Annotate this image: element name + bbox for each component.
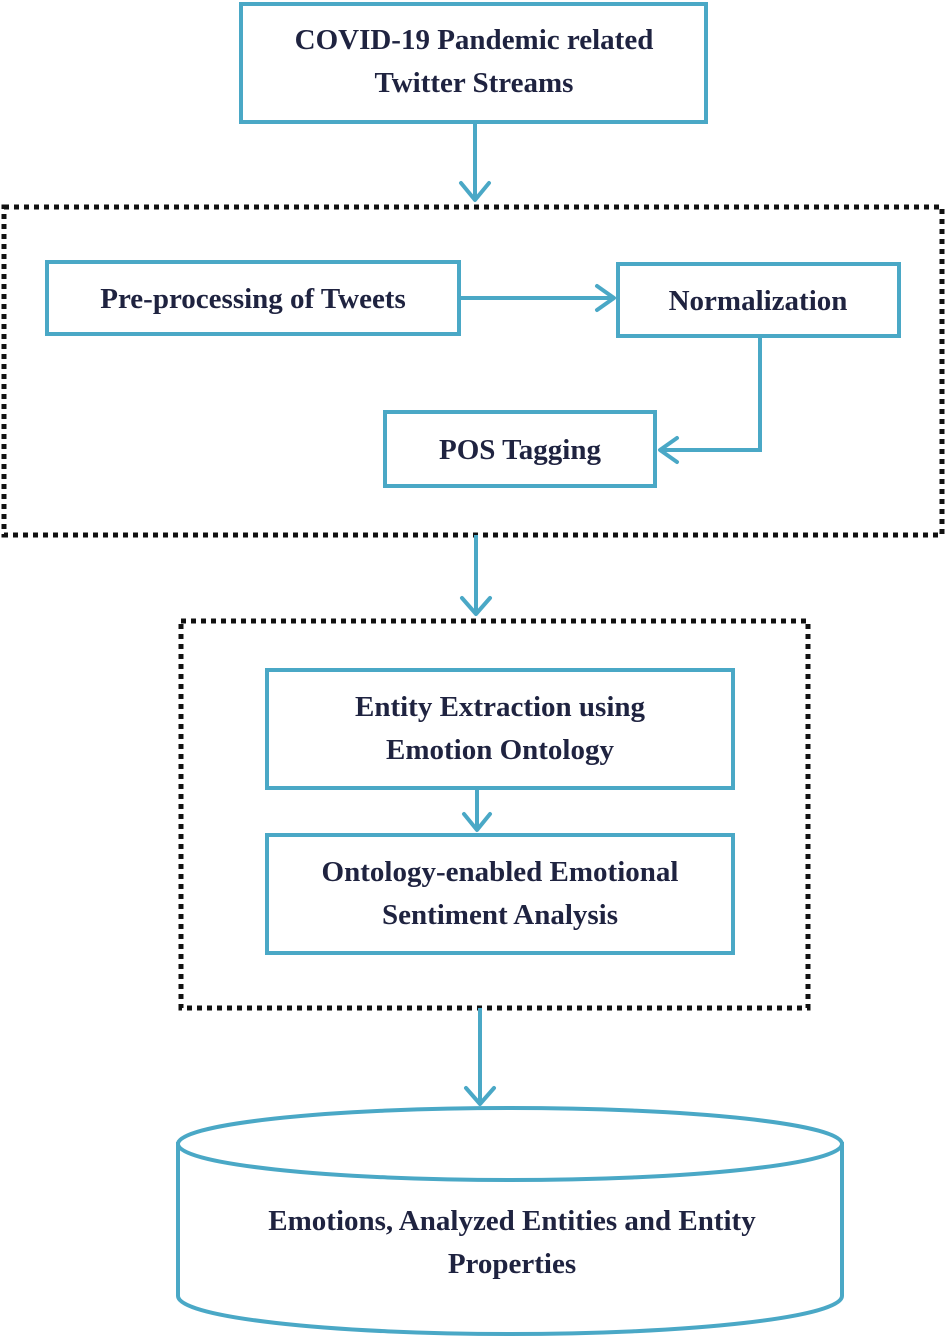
arrow-normalization-to-pos-tagging <box>658 336 762 464</box>
arrow-source-to-preprocessing <box>459 122 491 202</box>
entity-extraction-label-line2: Emotion Ontology <box>386 734 614 766</box>
pos-tagging-node: POS Tagging <box>383 410 657 488</box>
normalization-node: Normalization <box>616 262 901 338</box>
preprocessing-group-border <box>1 204 945 538</box>
normalization-label: Normalization <box>669 285 848 317</box>
arrow-extraction-to-sentiment <box>462 788 492 832</box>
preprocess-node: Pre-processing of Tweets <box>45 260 461 336</box>
entity-extraction-node: Entity Extraction using Emotion Ontology <box>265 668 735 790</box>
sentiment-analysis-node: Ontology-enabled Emotional Sentiment Ana… <box>265 833 735 955</box>
entity-extraction-label-line1: Entity Extraction using <box>355 691 646 723</box>
arrow-preprocess-to-normalization <box>459 284 616 312</box>
source-node: COVID-19 Pandemic related Twitter Stream… <box>239 2 708 124</box>
arrow-analysis-to-output <box>464 1008 496 1106</box>
arrow-preprocessing-to-analysis <box>460 535 492 616</box>
preprocess-label: Pre-processing of Tweets <box>100 283 406 315</box>
sentiment-analysis-label-line1: Ontology-enabled Emotional <box>322 856 679 888</box>
pos-tagging-label: POS Tagging <box>439 434 601 466</box>
source-label-line1: COVID-19 Pandemic related <box>295 24 654 56</box>
output-label-line1: Emotions, Analyzed Entities and Entity <box>268 1205 756 1237</box>
output-datastore: Emotions, Analyzed Entities and Entity P… <box>176 1106 844 1336</box>
analysis-group-border <box>178 618 811 1011</box>
sentiment-analysis-label-line2: Sentiment Analysis <box>382 899 618 931</box>
source-label-line2: Twitter Streams <box>375 67 574 99</box>
output-label-line2: Properties <box>448 1248 576 1280</box>
